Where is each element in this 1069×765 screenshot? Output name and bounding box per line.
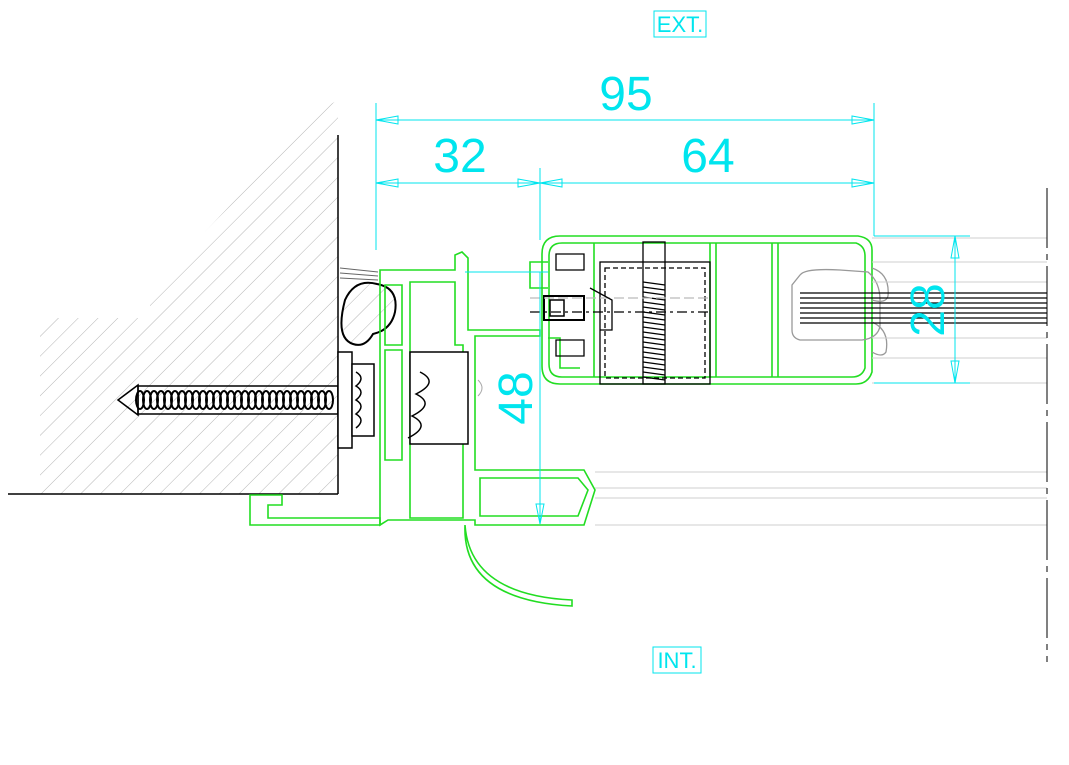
interior-tag-box (652, 646, 702, 674)
dim-text-28: 28 (902, 283, 955, 336)
espag-rod-top (555, 253, 585, 271)
sash-inner (548, 242, 866, 378)
arrow-95-left (375, 115, 399, 125)
foam-blob (340, 281, 397, 346)
arrow-64-right (851, 178, 875, 188)
sash-hook-bottom (548, 337, 580, 369)
insulation-arc (477, 379, 483, 397)
lock-keeper-inner (549, 299, 565, 317)
sash-hook-top (529, 261, 548, 289)
construction-lines (595, 237, 1047, 526)
hinge-pin-serration (642, 281, 666, 381)
arrow-28-top (950, 235, 960, 259)
interior-tag: INT. (652, 646, 702, 674)
drip-curve (464, 524, 573, 607)
exterior-tag-text: EXT. (657, 12, 703, 37)
insulation-core (407, 351, 483, 445)
dim-text-95: 95 (599, 68, 652, 121)
hardware-wedge (589, 287, 613, 331)
seal-lines (339, 267, 379, 281)
dim-text-64: 64 (681, 130, 734, 183)
hardware-housing (599, 261, 711, 385)
insulation-spiral (407, 371, 430, 439)
espag-rod-bottom (555, 339, 585, 357)
frame-outer (379, 251, 596, 527)
screw-washer (337, 351, 353, 449)
anchor-screw (116, 351, 375, 449)
exterior-tag: EXT. (653, 10, 707, 38)
frame-sill-lip (249, 494, 381, 526)
hinge-hardware (530, 241, 711, 385)
hardware-dashed-box (604, 267, 706, 379)
arrow-64-left (539, 178, 563, 188)
arrow-95-right (851, 115, 875, 125)
arrow-28-bottom (950, 360, 960, 384)
frame-profile (249, 251, 596, 607)
wall (8, 100, 339, 495)
screw-threads (135, 390, 334, 410)
frame-web-left (384, 284, 403, 346)
glass-pane (800, 292, 1047, 324)
gasket-ext (871, 267, 889, 302)
wall-hatch-upper (150, 100, 338, 318)
arrow-32-left (375, 178, 399, 188)
bead-outline (791, 268, 881, 341)
lock-keeper (543, 295, 585, 321)
hinge-pin-body (642, 241, 666, 385)
sash-outer (541, 235, 873, 385)
screw-head (351, 363, 375, 437)
frame-web-foot (384, 349, 403, 461)
screw-head-spiral (354, 371, 362, 429)
dim-text-48: 48 (490, 371, 543, 424)
foam-seal (339, 267, 397, 346)
glazing-bead (791, 267, 889, 356)
dimensions (375, 103, 970, 525)
arrow-32-right (517, 178, 541, 188)
exterior-tag-box (653, 10, 707, 38)
wall-hatch-lower (40, 318, 338, 494)
arrow-48-bottom (535, 503, 545, 525)
gasket-int (871, 321, 888, 356)
frame-inner-chamber (409, 281, 464, 519)
screw-thread-turn (324, 390, 334, 410)
sash-profile (529, 235, 873, 385)
interior-tag-text: INT. (657, 648, 696, 673)
frame-lower-chamber (479, 477, 589, 517)
dim-text-32: 32 (433, 130, 486, 183)
